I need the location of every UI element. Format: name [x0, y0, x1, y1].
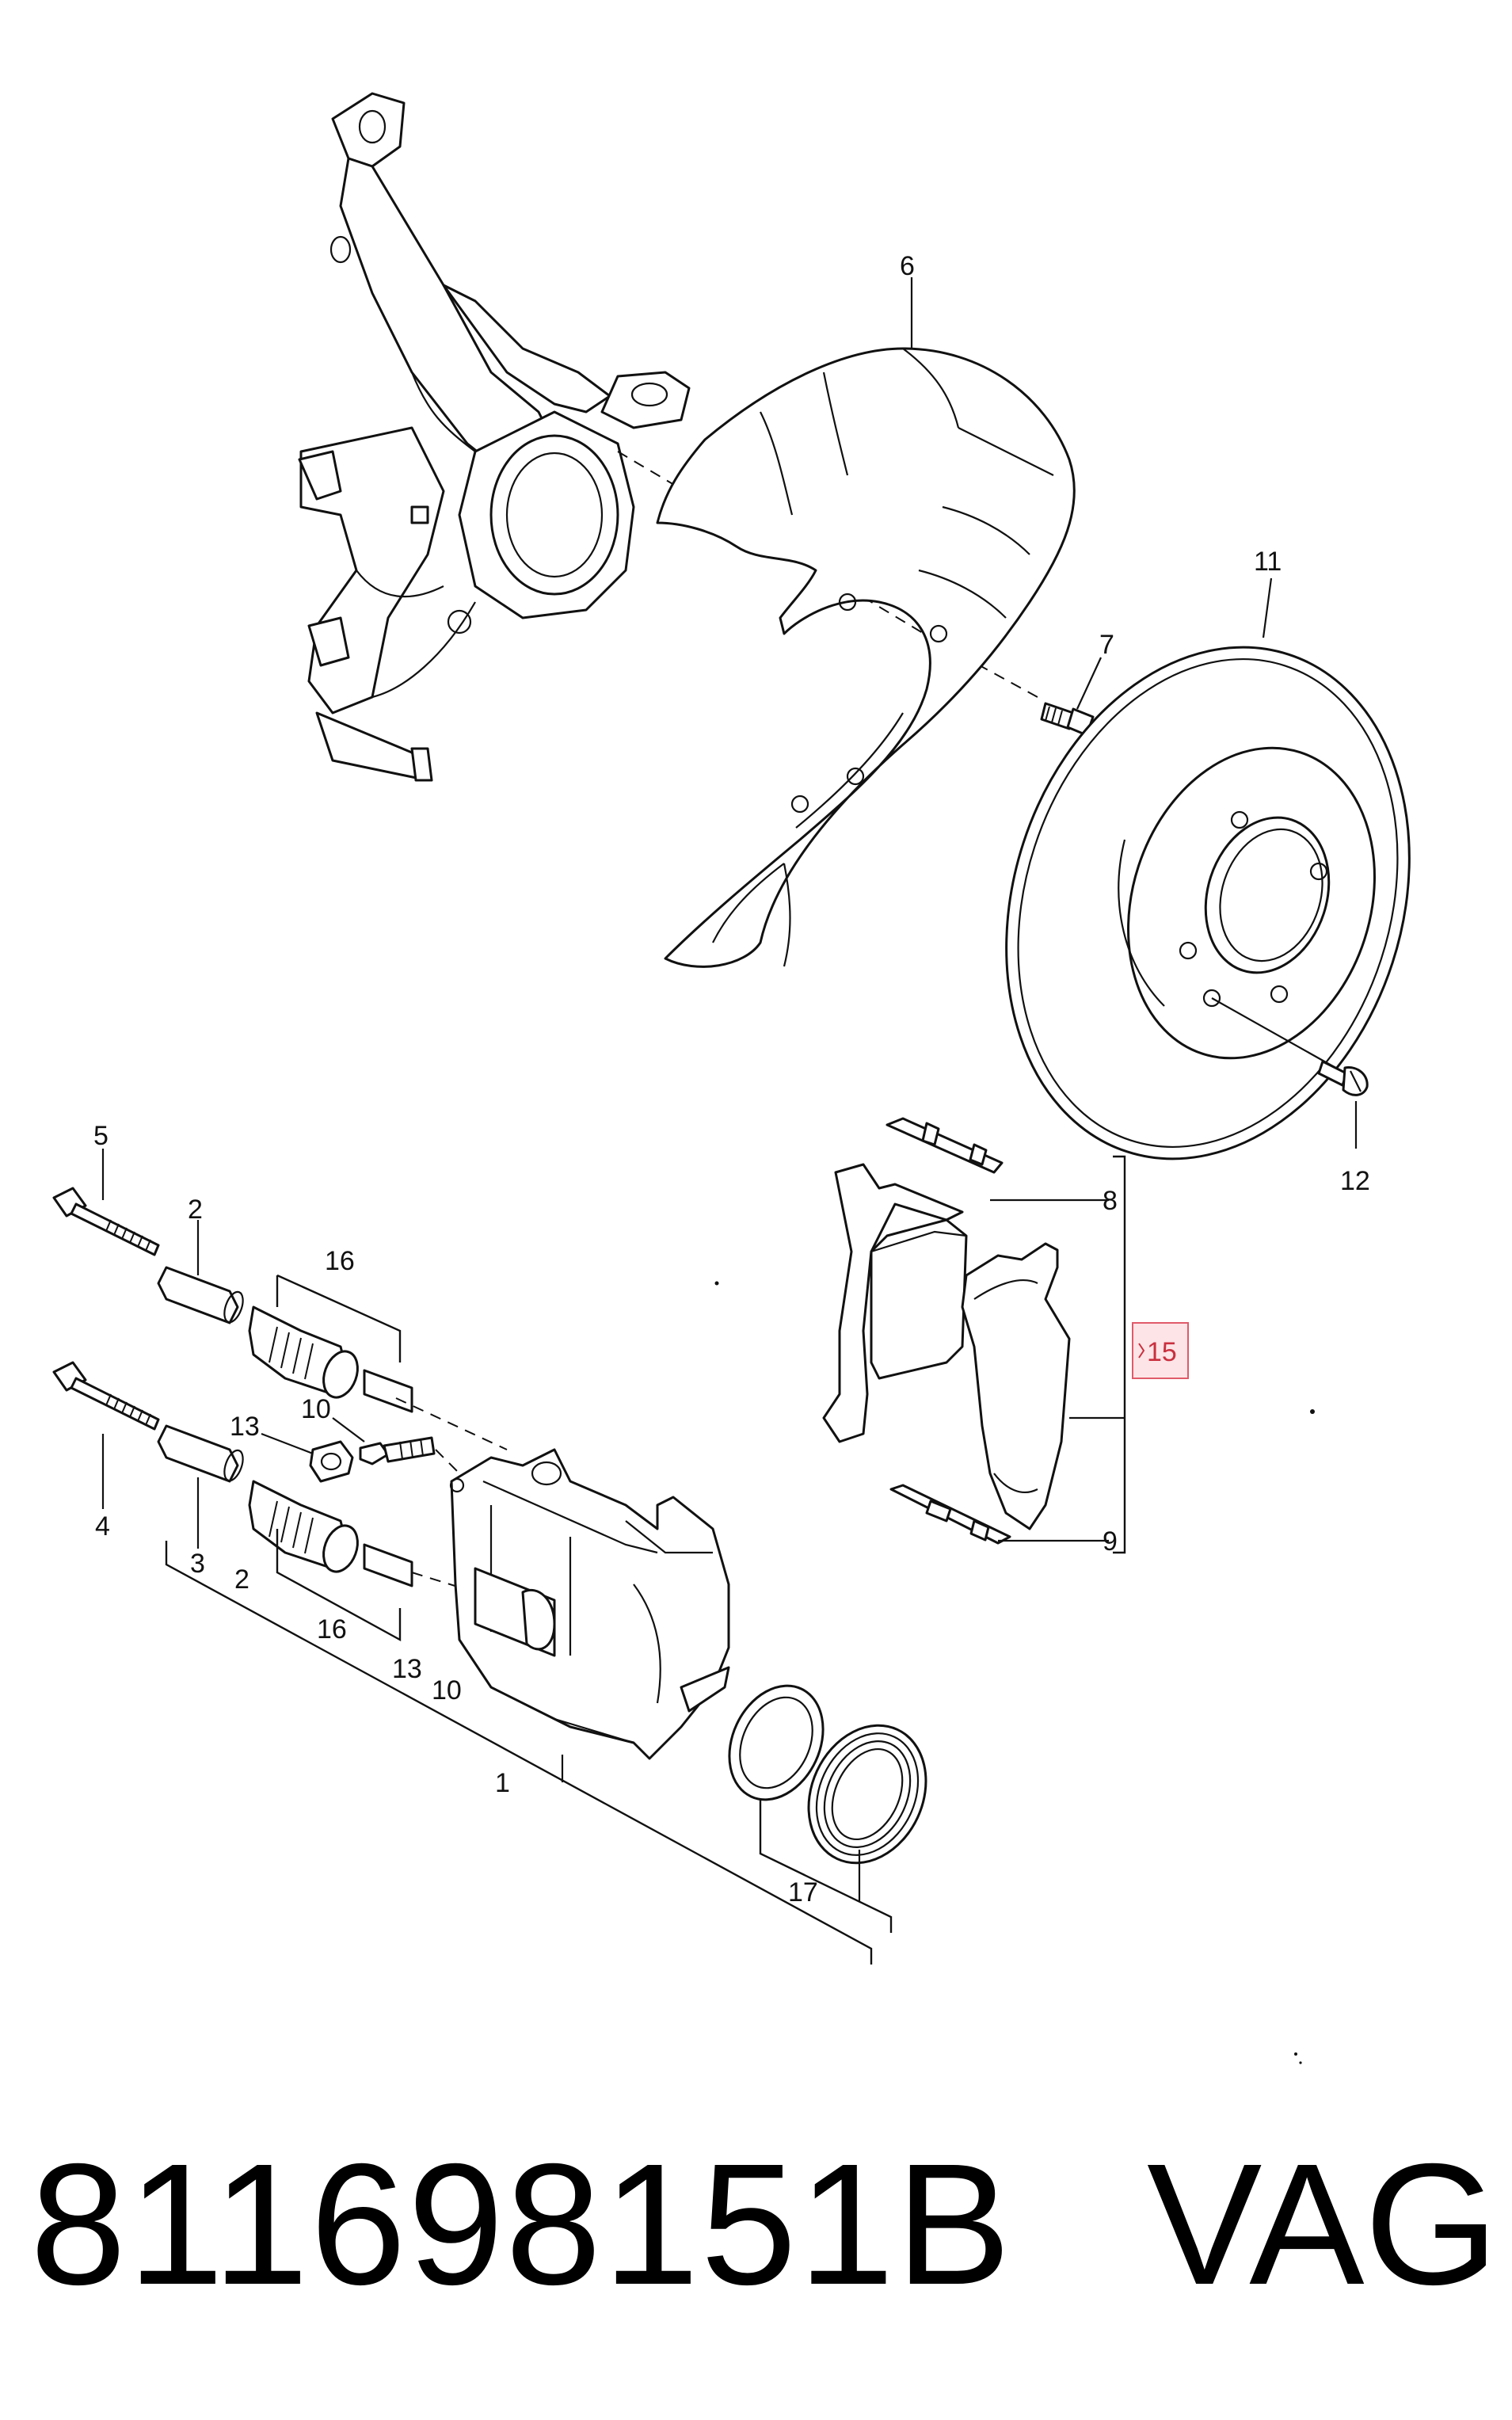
callout-2-upper: 2 — [188, 1195, 203, 1225]
guide-sleeve-lower — [158, 1426, 246, 1483]
guide-sleeve-upper — [158, 1267, 246, 1324]
callout-10-lower: 10 — [432, 1675, 462, 1705]
callout-1: 1 — [495, 1768, 510, 1798]
callout-13-upper: 13 — [230, 1412, 260, 1442]
callout-15-highlight[interactable]: 15 — [1133, 1323, 1188, 1378]
callout-4: 4 — [95, 1511, 110, 1542]
callout-12: 12 — [1340, 1166, 1370, 1196]
piston-seal — [711, 1671, 840, 1815]
bleeder-valve — [360, 1438, 434, 1464]
small-sleeve-upper — [364, 1370, 412, 1412]
bracket-1 — [166, 1541, 871, 1965]
rotor-screw — [1319, 1061, 1367, 1095]
leader-7 — [1077, 657, 1101, 709]
callout-11: 11 — [1254, 547, 1282, 577]
bleeder-cap — [310, 1442, 352, 1481]
bracket-17 — [760, 1798, 891, 1933]
dust-boot-lower — [249, 1481, 364, 1576]
part-number: 811698151B — [30, 2128, 1013, 2321]
callout-2-lower: 2 — [234, 1564, 249, 1595]
callout-10-upper: 10 — [301, 1394, 331, 1424]
callout-16-lower: 16 — [317, 1614, 347, 1644]
callout-15: 15 — [1147, 1337, 1177, 1367]
manufacturer-label: VAG — [1147, 2128, 1499, 2321]
callout-17: 17 — [788, 1877, 818, 1907]
leader-13 — [261, 1434, 313, 1454]
small-sleeve-lower — [364, 1545, 412, 1586]
splash-shield — [657, 349, 1074, 966]
piston-boot — [787, 1706, 948, 1882]
brake-pad-set — [714, 1119, 1315, 1543]
callout-3: 3 — [190, 1549, 205, 1579]
leader-11 — [1263, 578, 1271, 638]
guide-bolt-lower — [54, 1362, 158, 1429]
callout-13-lower: 13 — [392, 1654, 422, 1684]
bracket-16-upper — [277, 1275, 400, 1362]
bracket-16-lower — [277, 1529, 400, 1640]
callout-9: 9 — [1103, 1526, 1118, 1557]
callout-8: 8 — [1103, 1186, 1118, 1216]
callout-16-upper: 16 — [325, 1246, 355, 1276]
leader-10 — [333, 1418, 364, 1442]
brake-caliper — [451, 1450, 729, 1759]
brake-rotor — [943, 594, 1473, 1211]
callout-5: 5 — [93, 1121, 109, 1151]
callout-7: 7 — [1099, 630, 1114, 660]
guide-bolt-upper — [54, 1188, 158, 1255]
dust-boot-upper — [249, 1307, 364, 1402]
callout-6: 6 — [900, 251, 915, 281]
steering-knuckle — [299, 93, 689, 780]
